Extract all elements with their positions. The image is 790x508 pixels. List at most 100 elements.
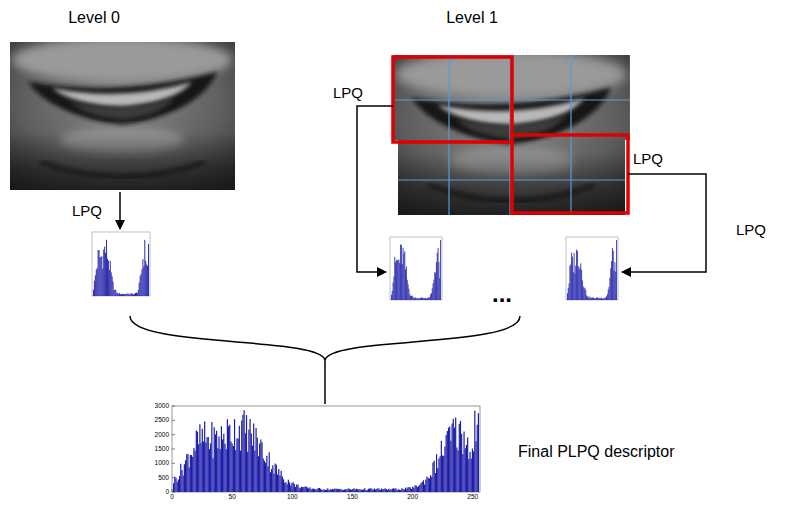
- histogram-bar: [609, 287, 610, 300]
- histogram-bar: [389, 489, 390, 492]
- drawing-part: [172, 449, 175, 450]
- histogram-bar: [599, 298, 600, 300]
- histogram-bar: [112, 276, 113, 296]
- histogram-bar: [227, 419, 228, 492]
- histogram-bar: [460, 421, 461, 492]
- histogram-bar: [396, 260, 397, 300]
- histogram-bar: [339, 489, 340, 492]
- histogram-bar: [419, 485, 420, 492]
- histogram-bar: [419, 298, 420, 300]
- histogram-bar: [368, 489, 369, 492]
- histogram-bar: [433, 280, 434, 300]
- histogram-bar: [272, 465, 273, 492]
- histogram-bar: [603, 299, 604, 300]
- histogram-bar: [129, 294, 130, 296]
- histogram-bar: [391, 489, 392, 492]
- histogram-bar: [312, 489, 313, 492]
- histogram-bar: [412, 487, 413, 492]
- histogram-bar: [424, 484, 425, 492]
- histogram-bar: [302, 487, 303, 492]
- region-box: [393, 57, 512, 142]
- level-heading: Level 1: [446, 9, 498, 27]
- histogram-bar: [600, 298, 601, 300]
- histogram-bar: [121, 294, 122, 296]
- histogram-bar: [180, 464, 181, 492]
- histogram-bar: [246, 415, 247, 492]
- axis-tick-label: 100: [287, 493, 298, 500]
- histogram-bar: [318, 488, 319, 492]
- histogram-bar: [443, 456, 444, 492]
- histogram-bar: [261, 442, 262, 492]
- histogram-bar: [408, 289, 409, 300]
- histogram-bar: [102, 269, 103, 296]
- histogram-bar: [612, 248, 613, 300]
- axis-tick-label: 150: [347, 493, 358, 500]
- histogram-bar: [142, 259, 143, 296]
- histogram-bar: [608, 289, 609, 300]
- histogram-bar: [361, 490, 362, 492]
- histogram-bar: [426, 299, 427, 300]
- histogram-bar: [94, 281, 95, 296]
- histogram-bar: [101, 256, 102, 296]
- histogram-bar: [413, 488, 414, 492]
- histogram-bar: [574, 253, 575, 300]
- histogram-bar: [128, 294, 129, 296]
- drawing-part: [172, 492, 175, 493]
- histogram-bar: [567, 293, 568, 300]
- histogram-bar: [581, 270, 582, 300]
- histogram-bar: [346, 489, 347, 492]
- histogram-bar: [402, 264, 403, 300]
- histogram-bar: [217, 448, 218, 492]
- drawing-part: [232, 489, 233, 492]
- histogram-bar: [186, 454, 187, 492]
- histogram-bar: [586, 295, 587, 300]
- histogram-bar: [447, 431, 448, 492]
- histogram-bar: [404, 251, 405, 300]
- histogram-bar: [276, 465, 277, 492]
- drawing-part: [172, 406, 175, 407]
- histogram-bar: [364, 488, 365, 492]
- histogram-bar: [267, 466, 268, 492]
- histogram-bar: [599, 298, 600, 300]
- histogram-bar: [316, 489, 317, 492]
- histogram-bar: [133, 295, 134, 296]
- histogram-bar: [604, 298, 605, 300]
- histogram-bar: [255, 428, 256, 492]
- histogram-bar: [462, 454, 463, 492]
- histogram-bar: [444, 446, 445, 492]
- histogram-bar: [206, 437, 207, 492]
- histogram-bar: [429, 298, 430, 300]
- histogram-bar: [436, 454, 437, 492]
- histogram-bar: [238, 439, 239, 492]
- histogram-bar: [174, 477, 175, 492]
- histogram-bar: [197, 432, 198, 492]
- histogram-bar: [258, 456, 259, 492]
- histogram-bar: [234, 419, 235, 492]
- histogram-bar: [428, 297, 429, 300]
- histogram-bar: [271, 469, 272, 492]
- histogram-bar: [403, 248, 404, 300]
- histogram-bar: [420, 298, 421, 300]
- histogram-bar: [294, 484, 295, 492]
- histogram-bar: [211, 422, 212, 492]
- drawing-part: [393, 55, 630, 140]
- histogram-bar: [185, 460, 186, 492]
- histogram-bar: [214, 427, 215, 492]
- histogram-bar: [459, 424, 460, 492]
- histogram-bar: [448, 428, 449, 492]
- histogram-bar: [576, 250, 577, 300]
- histogram-bar: [456, 448, 457, 492]
- histogram-bar: [398, 489, 399, 492]
- histogram-bar: [418, 298, 419, 300]
- histogram-bar: [98, 250, 99, 296]
- histogram-bar: [228, 426, 229, 492]
- histogram-bar: [593, 297, 594, 300]
- histogram-bar: [327, 488, 328, 492]
- histogram-bar: [395, 262, 396, 300]
- histogram-bar: [270, 472, 271, 492]
- histogram-bar: [203, 441, 204, 492]
- histogram-bar: [438, 262, 439, 300]
- operator-label: LPQ: [736, 221, 766, 238]
